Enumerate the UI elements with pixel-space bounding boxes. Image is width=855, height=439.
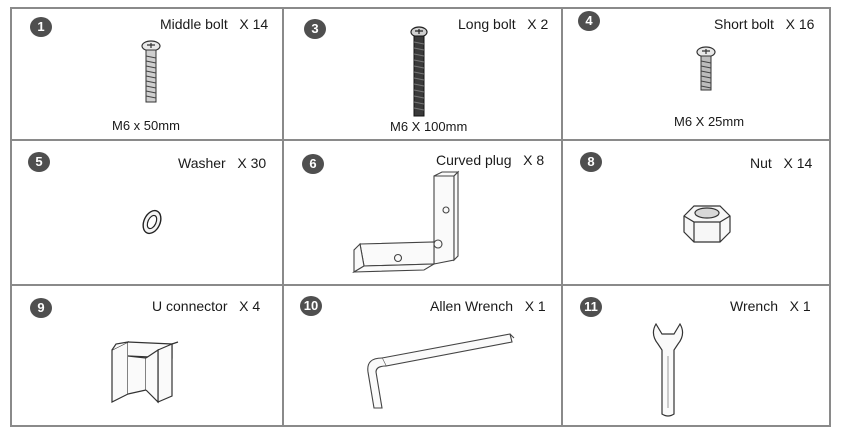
- part-name: U connector X 4: [152, 298, 261, 314]
- curved-plug-icon: [351, 170, 460, 273]
- part-number-badge: 11: [580, 297, 602, 317]
- grid-divider: [12, 139, 829, 141]
- middle-bolt-icon: [141, 40, 161, 103]
- part-number-badge: 4: [578, 11, 600, 31]
- grid-divider: [561, 9, 563, 425]
- part-spec: M6 X 25mm: [674, 114, 745, 129]
- u-connector-icon: [111, 341, 179, 404]
- part-name: Long bolt X 2: [458, 16, 549, 32]
- nut-icon: [683, 205, 731, 243]
- grid-divider: [12, 284, 829, 286]
- part-name: Allen Wrench X 1: [430, 298, 546, 314]
- part-number-badge: 1: [30, 17, 52, 37]
- parts-grid: [10, 7, 831, 427]
- part-number-badge: 3: [304, 19, 326, 39]
- part-name: Curved plug X 8: [436, 152, 545, 168]
- washer-icon: [142, 209, 162, 235]
- part-number-badge: 5: [28, 152, 50, 172]
- part-spec: M6 x 50mm: [112, 118, 180, 133]
- part-name: Middle bolt X 14: [160, 16, 269, 32]
- part-name: Wrench X 1: [730, 298, 811, 314]
- allen-wrench-icon: [367, 333, 515, 409]
- part-number-badge: 10: [300, 296, 322, 316]
- part-number-badge: 9: [30, 298, 52, 318]
- part-spec: M6 X 100mm: [390, 119, 468, 134]
- part-name: Washer X 30: [178, 155, 267, 171]
- part-name: Nut X 14: [750, 155, 813, 171]
- long-bolt-icon: [410, 26, 428, 117]
- short-bolt-icon: [696, 46, 716, 91]
- part-number-badge: 8: [580, 152, 602, 172]
- part-name: Short bolt X 16: [714, 16, 815, 32]
- part-number-badge: 6: [302, 154, 324, 174]
- grid-divider: [282, 9, 284, 425]
- wrench-icon: [652, 322, 684, 417]
